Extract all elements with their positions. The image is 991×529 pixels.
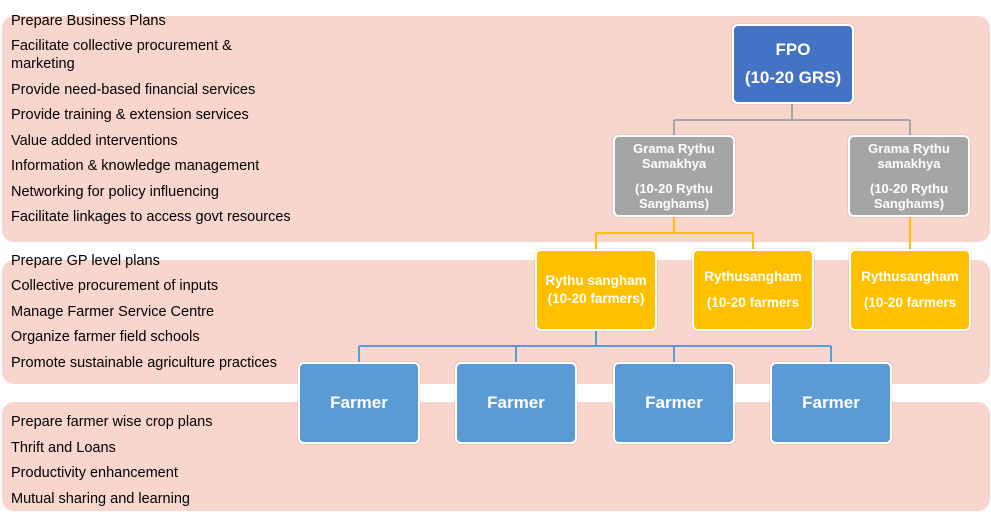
rythu-sangham-node: Rythusangham (10-20 farmers [692,249,814,331]
grs-size: (10-20 Rythu Sanghams) [634,181,714,211]
fpo-node: FPO (10-20 GRS) [732,24,854,104]
function-item: Prepare farmer wise crop plans [11,414,213,430]
grs-size: (10-20 Rythu Sanghams) [869,181,949,211]
farmer-label: Farmer [330,393,388,412]
function-item: Organize farmer field schools [11,329,200,345]
function-item: Provide training & extension services [11,107,249,123]
grs-name: Grama Rythu Samakhya [633,141,715,171]
farmer-label: Farmer [487,393,545,412]
rythu-sangham-to-farmer-connector [358,331,832,362]
function-item: Prepare GP level plans [11,253,160,269]
fpo-size: (10-20 GRS) [744,68,842,87]
rythu-sangham-size: (10-20 farmers [863,295,957,310]
grama-rythu-samakhya-node: Grama Rythu samakhya (10-20 Rythu Sangha… [848,135,970,217]
function-item: Value added interventions [11,133,178,149]
farmer-label: Farmer [802,393,860,412]
fpo-name: FPO [775,40,811,59]
function-item: Collective procurement of inputs [11,278,219,294]
rythu-sangham-size: (10-20 farmers [706,295,800,310]
grs-to-rythu-sangham-connector [595,217,911,249]
rythu-sangham-label: Rythu sangham (10-20 farmers) [545,273,647,306]
grama-rythu-samakhya-node: Grama Rythu Samakhya (10-20 Rythu Sangha… [613,135,735,217]
farmer-node: Farmer [455,362,577,444]
farmer-node: Farmer [613,362,735,444]
rythu-sangham-node: Rythusangham (10-20 farmers [849,249,971,331]
fpo-to-grs-connector [673,104,911,135]
function-item: Provide need-based financial services [11,82,256,98]
function-item: Thrift and Loans [11,440,116,456]
function-item: Facilitate collective procurement & mark… [11,38,232,72]
farmer-label: Farmer [645,393,703,412]
function-item: Facilitate linkages to access govt resou… [11,209,291,225]
function-item: Information & knowledge management [11,158,260,174]
function-item: Networking for policy influencing [11,184,219,200]
function-item: Promote sustainable agriculture practice… [11,355,277,371]
function-item: Manage Farmer Service Centre [11,304,215,320]
function-item: Prepare Business Plans [11,13,166,29]
farmer-node: Farmer [770,362,892,444]
rythu-sangham-name: Rythusangham [704,269,802,284]
rythu-sangham-name: Rythusangham [861,269,959,284]
rythu-sangham-node: Rythu sangham (10-20 farmers) [535,249,657,331]
function-item: Productivity enhancement [11,465,178,481]
function-item: Mutual sharing and learning [11,491,190,507]
grs-name: Grama Rythu samakhya [868,141,950,171]
farmer-node: Farmer [298,362,420,444]
